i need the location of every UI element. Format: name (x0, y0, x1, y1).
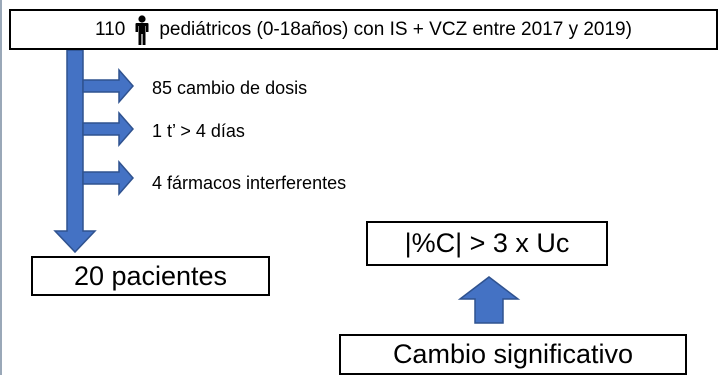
branch-arrow-1 (82, 68, 134, 104)
significance-label: Cambio significativo (392, 339, 634, 369)
criterion-label: |%C| > 3 x Uc (404, 228, 570, 258)
patient-count: 110 (95, 18, 126, 40)
left-border-line (0, 0, 2, 375)
header-text: pediátricos (0-18años) con IS + VCZ entr… (159, 18, 632, 40)
header-box: 110 pediátricos (0-18años) con IS + VCZ … (9, 9, 718, 50)
criterion-box: |%C| > 3 x Uc (366, 221, 608, 266)
significance-box: Cambio significativo (339, 334, 687, 375)
branch-arrow-2 (82, 111, 134, 147)
branch-arrow-3 (82, 160, 134, 196)
up-arrow (457, 276, 521, 324)
exclusion-label-1: 85 cambio de dosis (152, 78, 308, 98)
result-box: 20 pacientes (31, 256, 270, 296)
result-label: 20 pacientes (73, 260, 228, 291)
exclusion-label-3: 4 fármacos interferentes (152, 173, 347, 193)
person-icon (135, 14, 149, 45)
exclusion-label-2: 1 t’ > 4 días (152, 121, 245, 141)
